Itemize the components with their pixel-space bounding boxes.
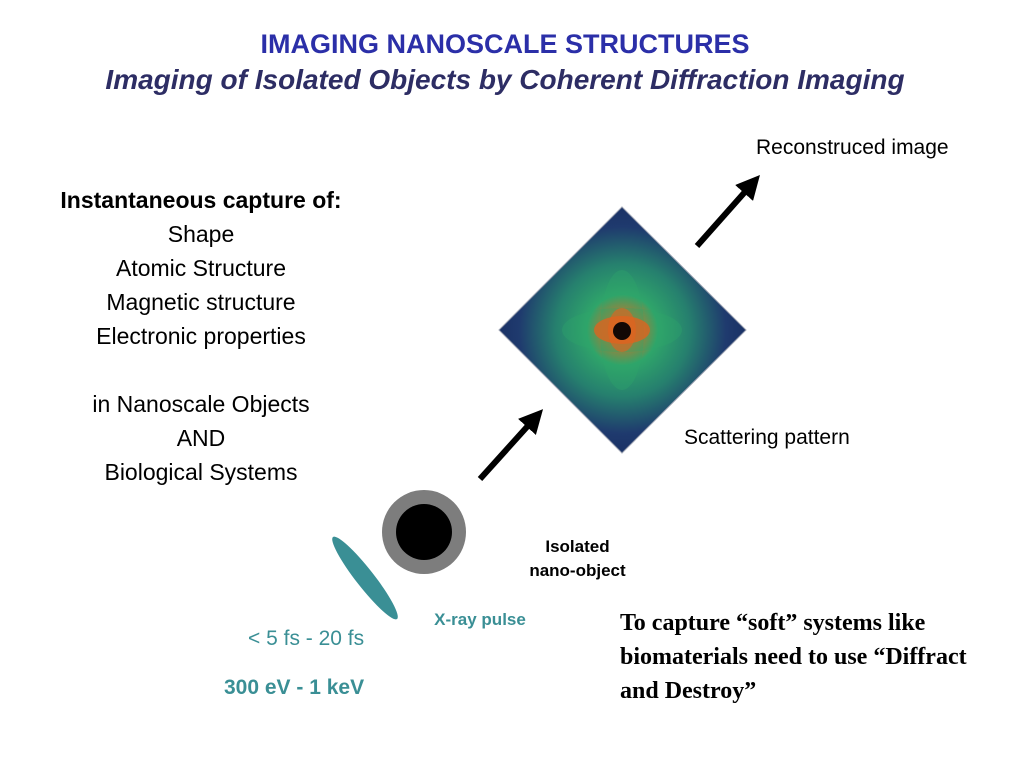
label-isolated-object: Isolated nano-object — [515, 535, 640, 583]
page-subtitle: Imaging of Isolated Objects by Coherent … — [105, 64, 905, 95]
label-energy: 300 eV - 1 keV — [224, 676, 365, 699]
label-xray: X-ray pulse — [434, 610, 526, 629]
capture-item-electronic: Electronic properties — [96, 323, 306, 349]
label-scattering: Scattering pattern — [684, 426, 850, 449]
capture-list-heading: Instantaneous capture of: — [60, 187, 342, 213]
capture-item-shape: Shape — [167, 221, 235, 247]
capture-tail-biological: Biological Systems — [104, 459, 298, 485]
label-isolated-line2: nano-object — [529, 561, 626, 580]
page-title: IMAGING NANOSCALE STRUCTURES — [260, 29, 750, 59]
diffract-destroy-note: To capture “soft” systems like biomateri… — [620, 610, 967, 704]
label-pulse-duration: < 5 fs - 20 fs — [248, 627, 365, 650]
capture-item-magnetic: Magnetic structure — [106, 289, 296, 315]
capture-tail-and: AND — [176, 425, 226, 451]
nano-object — [382, 490, 466, 574]
beam-stop-dot — [613, 322, 631, 340]
xray-pulse-shape — [332, 536, 398, 620]
reconstruct-arrow — [694, 175, 760, 248]
capture-item-atomic: Atomic Structure — [116, 255, 286, 281]
title-block: IMAGING NANOSCALE STRUCTURES Imaging of … — [0, 28, 1010, 96]
capture-tail-nanoscale: in Nanoscale Objects — [92, 391, 310, 417]
capture-list: Instantaneous capture of: Shape Atomic S… — [30, 183, 372, 489]
label-reconstructed: Reconstruced image — [756, 136, 949, 159]
scatter-arrow — [477, 409, 544, 482]
label-isolated-line1: Isolated — [545, 537, 610, 556]
scattering-pattern — [498, 206, 747, 454]
